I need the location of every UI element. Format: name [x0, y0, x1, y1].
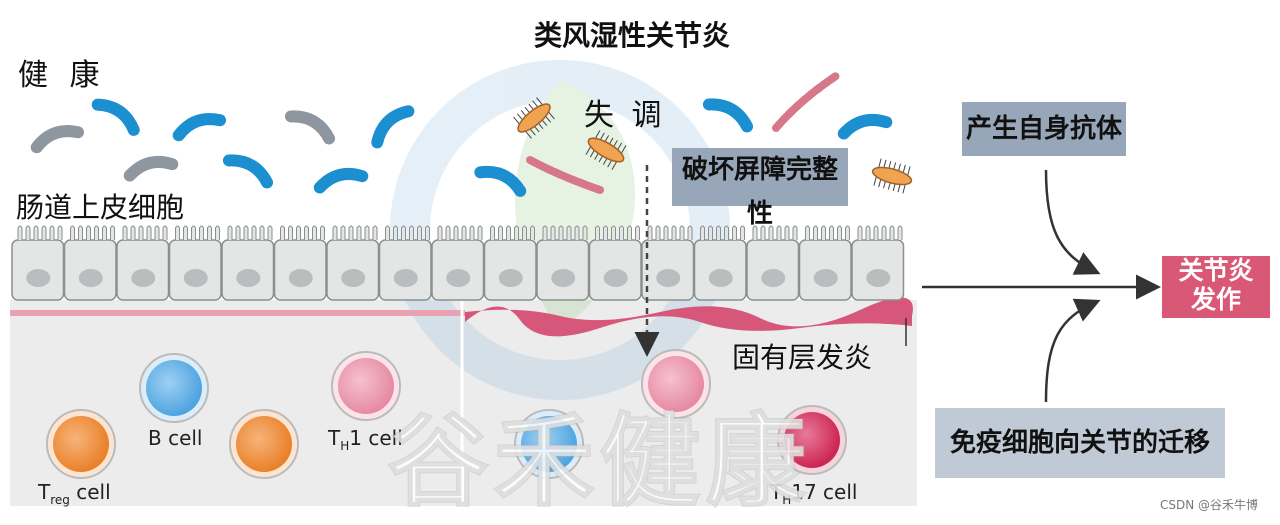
flagellated-bacterium [513, 97, 555, 139]
rod-bacterium [123, 155, 179, 182]
epithelial-cell [168, 225, 222, 301]
blue-cell [514, 409, 584, 479]
epithelial-cell [483, 225, 537, 301]
rod-bacterium [474, 165, 527, 197]
orange-cell [229, 409, 299, 479]
treg-label-base: T [38, 480, 51, 504]
b-cell [139, 353, 209, 423]
bacteria [30, 72, 913, 197]
rod-bacterium [371, 105, 415, 149]
th17-cell [777, 405, 847, 475]
treg-label: Treg cell [38, 480, 111, 507]
diagram-title: 类风湿性关节炎 [533, 19, 730, 52]
epithelial-cell [63, 225, 117, 301]
autoantibody-arrow [1044, 169, 1101, 275]
th17-label-base: T [770, 480, 783, 504]
inflamed-membrane [465, 297, 913, 337]
credit-text: CSDN @谷禾牛博 [1160, 498, 1259, 512]
dysbiosis-label: 失 调 [584, 98, 666, 133]
onset-line-1: 关节炎 [1178, 256, 1254, 285]
th1-label: TH1 cell [328, 426, 403, 453]
barrier-damage-box: 破坏屏障完整性 [672, 148, 848, 229]
flagellated-bacterium [585, 130, 627, 170]
epithelial-cell [798, 225, 852, 301]
rod-bacterium [91, 98, 140, 136]
epithelial-cell [221, 225, 275, 301]
migration-arrow [1044, 298, 1101, 403]
th1-label-rest: 1 cell [349, 426, 403, 450]
epithelial-cell [273, 225, 327, 301]
b-cell-label: B cell [148, 426, 203, 450]
epithelial-cell [326, 225, 380, 301]
pink-cell [641, 349, 711, 419]
th17-label-rest: 17 cell [791, 480, 858, 504]
watermark-text: 谷禾健康 [387, 402, 812, 521]
rod-bacterium [30, 125, 85, 154]
epithelial-cell [746, 225, 800, 301]
healthy-label: 健 康 [18, 58, 106, 93]
autoantibody-box: 产生自身抗体 [962, 102, 1126, 156]
rod-bacterium [172, 113, 227, 142]
epithelial-cell [588, 225, 642, 301]
epithelial-cell [11, 225, 65, 301]
epithelium-label: 肠道上皮细胞 [16, 191, 185, 224]
onset-line-2: 发作 [1190, 285, 1241, 314]
epithelial-layer [11, 225, 905, 301]
immune-migration-box: 免疫细胞向关节的迁移 [935, 408, 1225, 478]
th17-label: TH17 cell [770, 480, 857, 507]
rod-bacterium [702, 98, 754, 133]
chain-bacterium [772, 72, 840, 132]
th17-label-sub: H [782, 493, 792, 507]
rod-bacterium [837, 113, 893, 140]
flagellated-bacterium [871, 158, 913, 194]
epithelial-cell [693, 225, 747, 301]
epithelial-cell [641, 225, 695, 301]
th1-label-sub: H [340, 439, 350, 453]
basement-membrane [10, 310, 465, 316]
th1-label-base: T [328, 426, 341, 450]
treg-label-rest: cell [69, 480, 111, 504]
rod-bacterium [284, 110, 336, 145]
epithelial-cell [536, 225, 590, 301]
lamina-inflammation-label: 固有层发炎 [732, 341, 873, 374]
epithelial-cell [851, 225, 905, 301]
treg-label-sub: reg [50, 493, 70, 507]
arthritis-onset-box: 关节炎 发作 [1162, 256, 1270, 318]
rod-bacterium [222, 154, 274, 189]
epithelial-cell [116, 225, 170, 301]
treg-cell [46, 409, 116, 479]
chain-bacterium [526, 156, 604, 194]
epithelial-cell [378, 225, 432, 301]
epithelial-cell [431, 225, 485, 301]
rod-bacterium [313, 167, 369, 194]
th1-cell [331, 351, 401, 421]
